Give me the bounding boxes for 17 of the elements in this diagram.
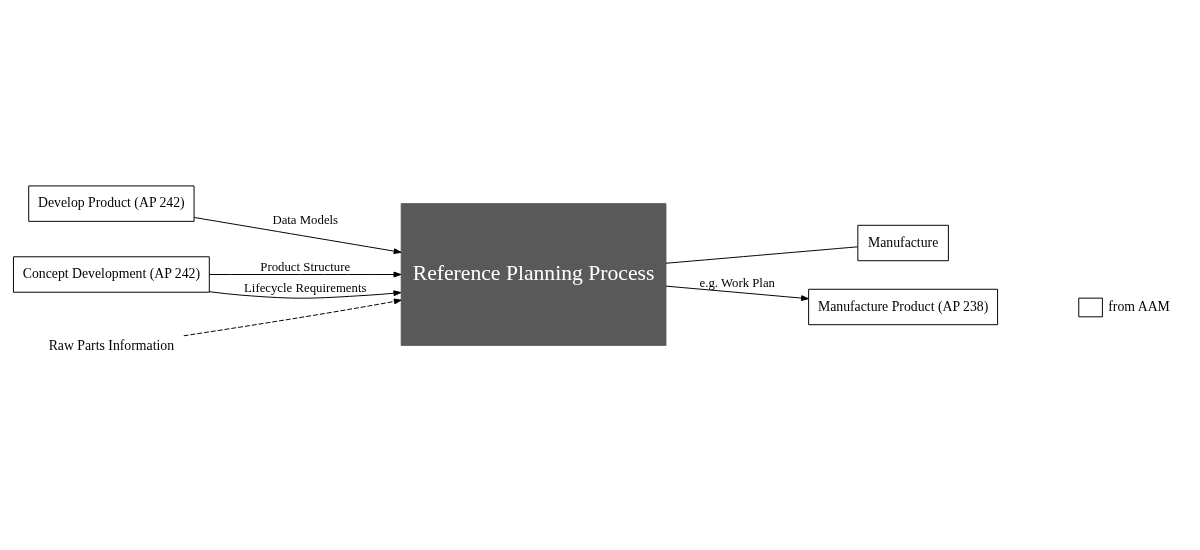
arrow — [183, 298, 402, 337]
connector — [665, 246, 858, 264]
arrow — [208, 290, 402, 299]
edge-label: Product Structure — [260, 259, 351, 274]
edge-label: e.g. Work Plan — [699, 275, 775, 290]
node-box: Manufacture — [857, 224, 949, 262]
legend-label: from AAM — [1108, 299, 1170, 315]
edge-label: Data Models — [272, 212, 339, 227]
node-box: Manufacture Product (AP 238) — [808, 288, 999, 326]
node-box: Develop Product (AP 242) — [28, 185, 195, 222]
node-text: Raw Parts Information — [48, 337, 175, 353]
arrow — [193, 216, 402, 255]
edge-label: Lifecycle Requirements — [244, 280, 367, 295]
arrow — [665, 285, 809, 301]
node-box: Concept Development (AP 242) — [12, 256, 210, 293]
node-box: Reference Planning Process — [400, 203, 667, 346]
arrow — [209, 271, 402, 278]
